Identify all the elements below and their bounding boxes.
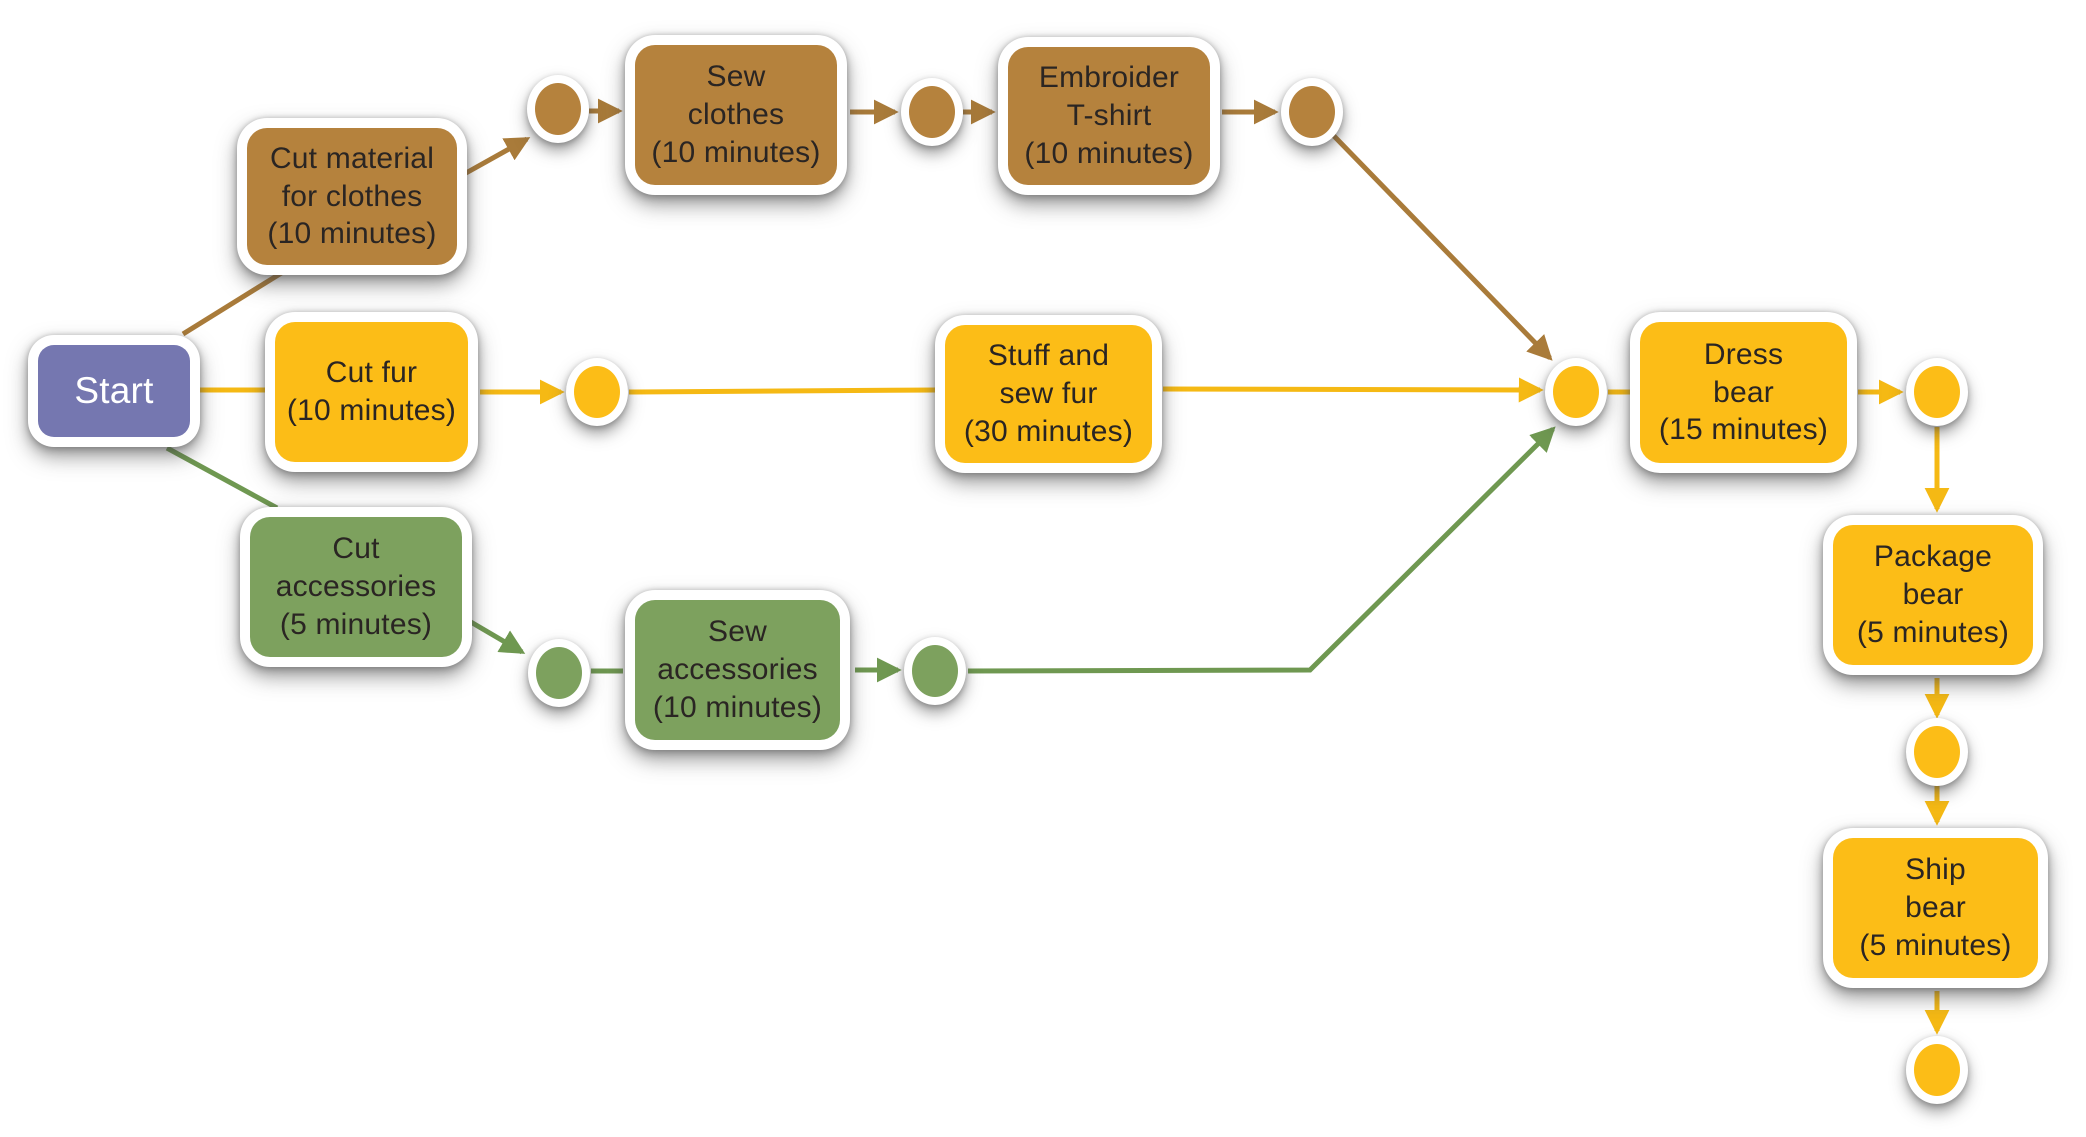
stuff-and-sew-fur-label: Stuff and sew fur(30 minutes)	[945, 325, 1152, 463]
edge-node-to-merge-brown	[1331, 133, 1553, 361]
node-final-connector	[1906, 1036, 1968, 1104]
task-label-line: Cut material	[269, 141, 435, 175]
edge-stuff-and-sew-fur-to-merge	[1162, 377, 1544, 403]
node-after-cut-material-connector-dot	[535, 83, 581, 135]
task-label-line: (10 minutes)	[286, 394, 457, 427]
task-label-line: T-shirt	[1066, 99, 1152, 133]
node-after-embroider-connector	[1281, 78, 1343, 146]
task-label-line: Embroider	[1038, 61, 1180, 95]
edge-cut-accessories-to-node	[462, 615, 526, 655]
node-after-cut-accessories-connector	[528, 639, 590, 707]
sew-clothes-label: Sew clothes(10 minutes)	[635, 45, 837, 185]
task-label-line: for clothes	[281, 179, 423, 213]
start-label: Start	[38, 345, 190, 437]
node-after-cut-fur-connector-dot	[574, 366, 620, 418]
task-label-line: accessories	[657, 653, 818, 687]
task-label-line: (5 minutes)	[279, 607, 433, 641]
task-label-line: (10 minutes)	[651, 135, 821, 169]
node-after-sew-clothes-connector-dot	[909, 86, 955, 138]
cut-fur-label: Cut fur (10 minutes)	[275, 322, 468, 462]
node-after-cut-accessories-connector-dot	[536, 647, 582, 699]
edge-node-to-merge-green	[967, 426, 1556, 674]
cut-accessories-box: Cut accessories(5 minutes)	[240, 507, 472, 667]
start-box: Start	[28, 335, 200, 447]
task-label-line: (10 minutes)	[652, 690, 823, 724]
sew-accessories-box: Sew accessories(10 minutes)	[625, 590, 850, 750]
ship-bear-box: Ship bear(5 minutes)	[1823, 828, 2048, 988]
task-label-line: (10 minutes)	[267, 217, 437, 251]
task-label-line: (30 minutes)	[963, 414, 1134, 448]
task-label-line: (5 minutes)	[1859, 928, 2012, 962]
task-label-line: Cut fur	[325, 356, 418, 390]
node-after-package-bear-connector-dot	[1914, 726, 1960, 778]
task-label-line: Stuff and	[987, 339, 1110, 373]
node-final-connector-dot	[1914, 1044, 1960, 1096]
package-bear-label: Package bear(5 minutes)	[1833, 525, 2033, 665]
cut-material-for-clothes-box: Cut material for clothes (10 minutes)	[237, 118, 467, 275]
task-label-line: (10 minutes)	[1024, 136, 1194, 170]
cut-fur-box: Cut fur (10 minutes)	[265, 312, 478, 472]
node-after-cut-fur-connector	[566, 358, 628, 426]
sew-accessories-label: Sew accessories(10 minutes)	[635, 600, 840, 740]
task-label-line: bear	[1902, 578, 1964, 612]
task-label-line: bear	[1905, 891, 1966, 925]
sew-clothes-box: Sew clothes(10 minutes)	[625, 35, 847, 195]
cut-material-for-clothes-label: Cut material for clothes (10 minutes)	[247, 128, 457, 265]
dress-bear-label: Dress bear (15 minutes)	[1640, 322, 1847, 463]
stuff-and-sew-fur-box: Stuff and sew fur(30 minutes)	[935, 315, 1162, 473]
node-after-cut-material-connector	[527, 75, 589, 143]
node-after-sew-accessories-connector-dot	[912, 645, 958, 697]
task-label-line: bear	[1713, 375, 1774, 409]
node-after-sew-accessories-connector	[904, 637, 966, 705]
task-label-line: Ship	[1905, 853, 1966, 887]
node-merge-connector-dot	[1553, 366, 1599, 418]
task-label-line: clothes	[687, 98, 785, 132]
task-label-line: Sew	[706, 60, 766, 94]
task-label-line: Dress	[1703, 337, 1784, 371]
task-label-line: accessories	[275, 570, 437, 604]
ship-bear-label: Ship bear(5 minutes)	[1833, 838, 2038, 978]
task-label-line: Sew	[708, 615, 767, 649]
cut-accessories-label: Cut accessories(5 minutes)	[250, 517, 462, 657]
node-after-dress-bear-connector	[1906, 358, 1968, 426]
task-label-line: (5 minutes)	[1856, 615, 2010, 649]
node-after-package-bear-connector	[1906, 718, 1968, 786]
node-after-embroider-connector-dot	[1289, 86, 1335, 138]
edge-start-to-cut-material	[181, 269, 285, 337]
task-label-line: Cut	[332, 532, 380, 566]
package-bear-box: Package bear(5 minutes)	[1823, 515, 2043, 675]
dress-bear-box: Dress bear (15 minutes)	[1630, 312, 1857, 473]
node-after-sew-clothes-connector	[901, 78, 963, 146]
task-label-line: sew fur	[999, 377, 1098, 411]
edge-start-to-cut-accessories	[165, 445, 279, 511]
task-label-line: Package	[1873, 540, 1993, 574]
task-label-line: (15 minutes)	[1658, 413, 1829, 447]
edge-cut-material-to-node	[464, 136, 531, 176]
node-merge-connector	[1545, 358, 1607, 426]
task-label-line: Start	[74, 369, 154, 411]
node-after-dress-bear-connector-dot	[1914, 366, 1960, 418]
edge-node-to-stuff-and-sew-fur	[628, 387, 938, 395]
